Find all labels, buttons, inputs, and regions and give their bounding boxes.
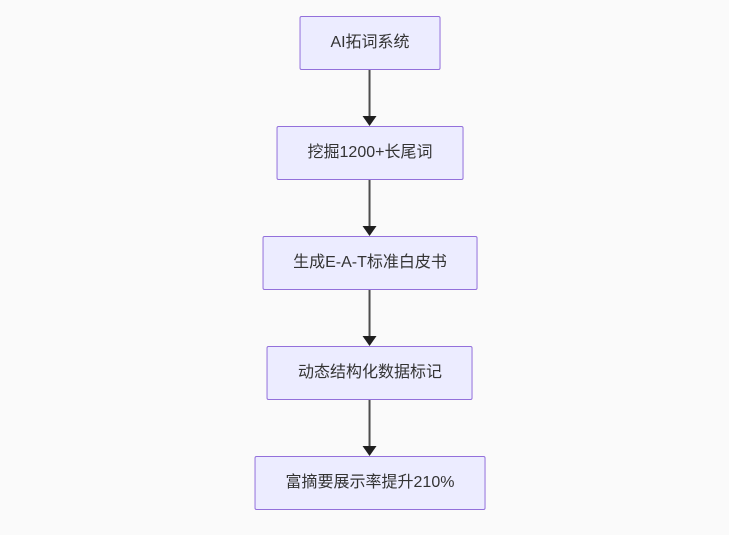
flowchart-node-step-2: 挖掘1200+长尾词 [276, 126, 464, 180]
node-label: 富摘要展示率提升210% [285, 474, 455, 491]
arrow-line [369, 290, 371, 337]
flowchart-node-step-5: 富摘要展示率提升210% [254, 456, 486, 510]
edge-arrow-1 [363, 70, 377, 126]
node-label: 动态结构化数据标记 [297, 364, 442, 381]
node-label: 挖掘1200+长尾词 [307, 144, 433, 161]
edge-arrow-3 [363, 290, 377, 346]
arrow-down-icon [363, 446, 377, 456]
edge-arrow-2 [363, 180, 377, 236]
arrow-line [369, 400, 371, 447]
node-label: AI拓词系统 [330, 34, 410, 51]
arrow-down-icon [363, 226, 377, 236]
flowchart-node-step-1: AI拓词系统 [299, 16, 441, 70]
arrow-down-icon [363, 336, 377, 346]
flowchart-node-step-3: 生成E-A-T标准白皮书 [262, 236, 478, 290]
arrow-line [369, 180, 371, 227]
flowchart-node-step-4: 动态结构化数据标记 [266, 346, 473, 400]
edge-arrow-4 [363, 400, 377, 456]
flowchart: AI拓词系统 挖掘1200+长尾词 生成E-A-T标准白皮书 动态结构化数据标记… [254, 16, 486, 510]
arrow-line [369, 70, 371, 117]
node-label: 生成E-A-T标准白皮书 [293, 254, 447, 271]
arrow-down-icon [363, 116, 377, 126]
